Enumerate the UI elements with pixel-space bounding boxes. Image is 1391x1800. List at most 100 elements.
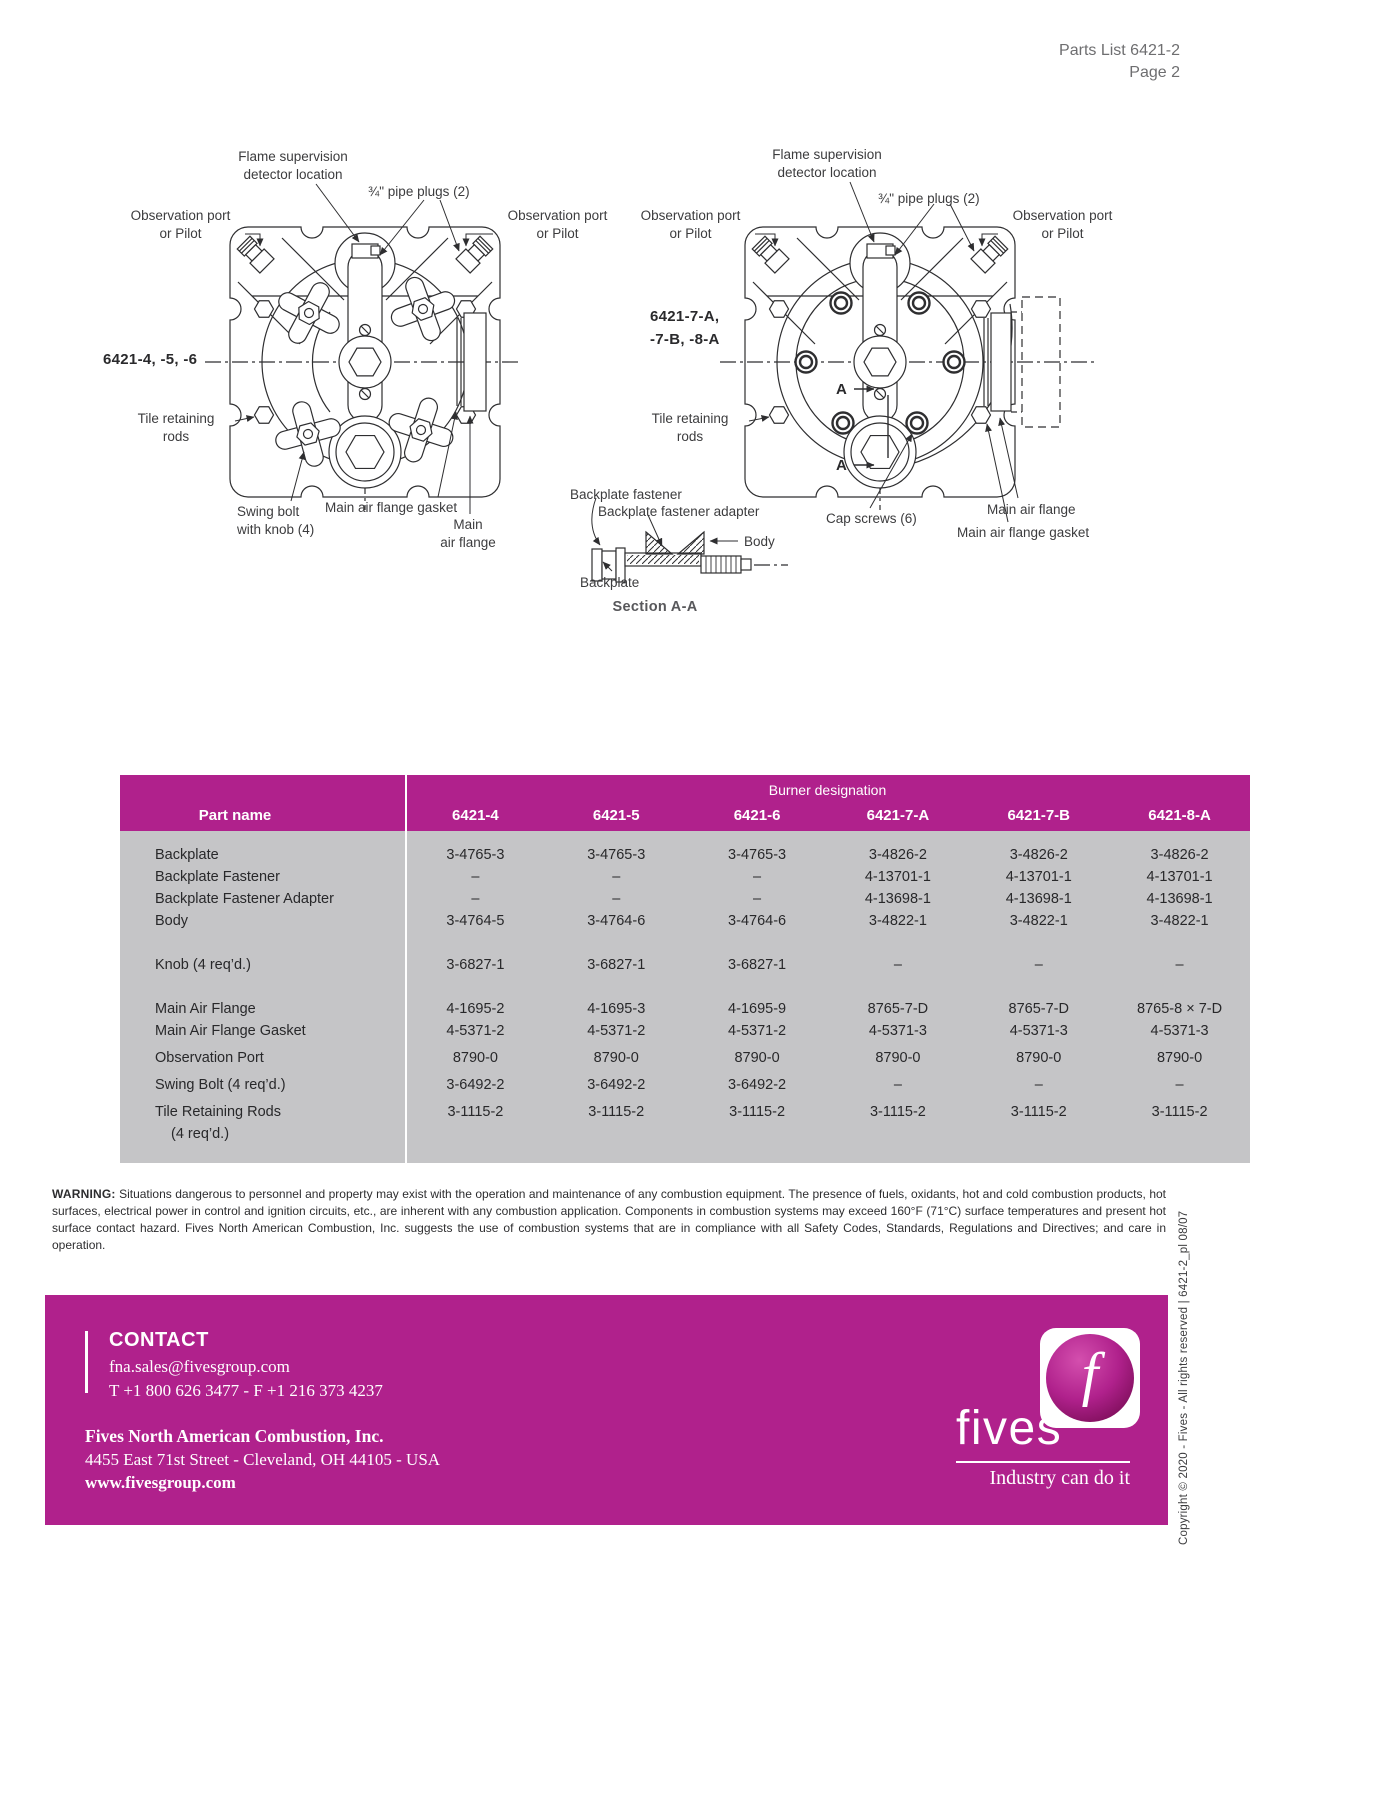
part-number-cell: 8790-0 bbox=[593, 1050, 639, 1066]
company-name: Fives North American Combustion, Inc. bbox=[85, 1426, 384, 1446]
parts-table: Burner designation Part name 6421-4 6421-… bbox=[120, 775, 1250, 1163]
company-address: 4455 East 71st Street - Cleveland, OH 44… bbox=[85, 1450, 441, 1469]
burner-drawing-left bbox=[205, 183, 520, 514]
table-row: Knob (4 req’d.) 3-6827-1 3-6827-1 3-6827-1 –… bbox=[120, 954, 1250, 976]
part-number-cell: – bbox=[753, 891, 762, 907]
part-number-cell: – bbox=[1034, 1077, 1043, 1093]
label-flame-supervision-right: Flame supervision detector location bbox=[772, 147, 882, 180]
label-backplate-fastener-adapter: Backplate fastener adapter bbox=[598, 504, 760, 519]
vertical-copyright: Copyright © 2020 - Fives - All rights re… bbox=[1178, 1210, 1190, 1545]
part-name-cell: Body bbox=[155, 913, 189, 929]
part-name-cell: Knob (4 req’d.) bbox=[155, 957, 251, 973]
burner-drawings: A A bbox=[205, 181, 1098, 583]
part-number-cell: 8765-7-D bbox=[1008, 1001, 1069, 1017]
part-name-cell: Main Air Flange bbox=[155, 1001, 256, 1017]
doc-title: Parts List 6421-2 bbox=[1059, 42, 1180, 59]
part-number-cell: 4-13698-1 bbox=[864, 891, 931, 907]
part-number-cell: 4-13698-1 bbox=[1146, 891, 1213, 907]
part-number-cell: 4-5371-2 bbox=[446, 1023, 505, 1039]
label-observation-port-right-2: Observation port or Pilot bbox=[1012, 208, 1113, 241]
label-observation-port-left-2: Observation port or Pilot bbox=[507, 208, 608, 241]
part-name-cell: Main Air Flange Gasket bbox=[155, 1023, 306, 1039]
contact-phone: T +1 800 626 3477 - F +1 216 373 4237 bbox=[109, 1381, 383, 1400]
table-row: Backplate Fastener Adapter – – – 4-13698-1 4-… bbox=[120, 888, 1250, 910]
column-header-6421-7-B: 6421-7-B bbox=[1007, 807, 1071, 824]
part-number-cell: – bbox=[1175, 957, 1184, 973]
table-row: Tile Retaining Rods(4 req’d.) 3-1115-2 3-1… bbox=[120, 1101, 1250, 1145]
label-section-a-a: Section A-A bbox=[612, 599, 698, 615]
column-header-6421-5: 6421-5 bbox=[592, 807, 640, 824]
part-number-cell: 3-6827-1 bbox=[587, 957, 646, 973]
part-number-cell: 4-5371-2 bbox=[728, 1023, 787, 1039]
part-number-cell: 3-1115-2 bbox=[588, 1104, 645, 1120]
part-number-cell: – bbox=[471, 891, 480, 907]
part-number-cell: 4-13701-1 bbox=[864, 869, 931, 885]
part-number-cell: – bbox=[1034, 957, 1043, 973]
part-number-cell: 3-6492-2 bbox=[728, 1077, 787, 1093]
part-number-cell: 3-4822-1 bbox=[868, 913, 927, 929]
part-number-cell: 4-5371-3 bbox=[1009, 1023, 1068, 1039]
part-name-subline: (4 req’d.) bbox=[171, 1126, 230, 1142]
contact-divider-bar bbox=[85, 1331, 88, 1393]
label-flange-gasket-left: Main air flange gasket bbox=[325, 500, 458, 515]
part-number-cell: 4-13701-1 bbox=[1146, 869, 1213, 885]
burner-drawing-right: A A bbox=[720, 181, 1098, 523]
label-main-air-flange-gasket-right: Main air flange gasket bbox=[957, 525, 1090, 540]
footer-band: CONTACT fna.sales@fivesgroup.com T +1 80… bbox=[45, 1295, 1168, 1525]
part-number-cell: 4-5371-2 bbox=[587, 1023, 646, 1039]
part-number-cell: 3-4765-3 bbox=[728, 847, 787, 863]
part-number-cell: 3-6827-1 bbox=[446, 957, 505, 973]
part-number-cell: 4-1695-9 bbox=[728, 1001, 787, 1017]
table-row: Main Air Flange Gasket 4-5371-2 4-5371-2 4-… bbox=[120, 1020, 1250, 1042]
label-pipe-plugs-left: ¾" pipe plugs (2) bbox=[368, 184, 470, 199]
part-name-cell: Tile Retaining Rods(4 req’d.) bbox=[120, 1101, 405, 1145]
part-number-cell: 3-6827-1 bbox=[728, 957, 787, 973]
part-number-cell: 8765-8 × 7-D bbox=[1137, 1001, 1223, 1017]
part-number-cell: 3-1115-2 bbox=[729, 1104, 786, 1120]
part-number-cell: 4-1695-3 bbox=[587, 1001, 646, 1017]
part-number-cell: 3-4765-3 bbox=[587, 847, 646, 863]
part-name-header: Part name bbox=[198, 807, 272, 824]
warning-text: WARNING: Situations dangerous to personn… bbox=[52, 1187, 1166, 1253]
part-number-cell: 8790-0 bbox=[1016, 1050, 1062, 1066]
part-name-cell: Backplate Fastener Adapter bbox=[155, 891, 334, 907]
column-header-6421-7-A: 6421-7-A bbox=[866, 807, 930, 824]
part-number-cell: 3-4822-1 bbox=[1009, 913, 1068, 929]
label-cap-screws: Cap screws (6) bbox=[826, 511, 917, 526]
fives-logo-icon: f bbox=[1046, 1334, 1134, 1422]
label-model-left: 6421-4, -5, -6 bbox=[103, 351, 198, 368]
part-number-cell: 3-4826-2 bbox=[1009, 847, 1068, 863]
part-number-cell: – bbox=[612, 891, 621, 907]
part-number-cell: 8790-0 bbox=[452, 1050, 498, 1066]
part-number-cell: 3-1115-2 bbox=[1151, 1104, 1208, 1120]
page-header: Parts List 6421-2 Page 2 bbox=[1059, 40, 1180, 83]
label-main-air-flange-right: Main air flange bbox=[987, 502, 1076, 517]
part-number-cell: 3-4826-2 bbox=[868, 847, 927, 863]
label-swing-bolt: Swing bolt with knob (4) bbox=[237, 504, 315, 537]
section-detail-drawing bbox=[591, 497, 788, 583]
label-tile-rods-right: Tile retaining rods bbox=[651, 411, 729, 444]
label-main-flange-left: Main air flange bbox=[440, 517, 496, 550]
contact-heading: CONTACT bbox=[109, 1329, 209, 1351]
part-number-cell: – bbox=[612, 869, 621, 885]
label-observation-port-right-1: Observation port or Pilot bbox=[640, 208, 741, 241]
part-number-cell: 3-4826-2 bbox=[1150, 847, 1209, 863]
company-website: www.fivesgroup.com bbox=[85, 1473, 236, 1492]
label-model-right: 6421-7-A, -7-B, -8-A bbox=[650, 308, 720, 348]
part-number-cell: 8790-0 bbox=[1156, 1050, 1203, 1066]
column-header-6421-8-A: 6421-8-A bbox=[1148, 807, 1211, 824]
burner-designation-header: Burner designation bbox=[768, 782, 887, 798]
part-number-cell: 3-4822-1 bbox=[1150, 913, 1209, 929]
label-observation-port-left-1: Observation port or Pilot bbox=[130, 208, 231, 241]
part-number-cell: 3-1115-2 bbox=[1010, 1104, 1067, 1120]
part-number-cell: 3-1115-2 bbox=[447, 1104, 504, 1120]
column-header-6421-6: 6421-6 bbox=[733, 807, 781, 824]
contact-email: fna.sales@fivesgroup.com bbox=[109, 1357, 290, 1376]
column-header-6421-4: 6421-4 bbox=[452, 807, 499, 824]
part-number-cell: – bbox=[1175, 1077, 1184, 1093]
